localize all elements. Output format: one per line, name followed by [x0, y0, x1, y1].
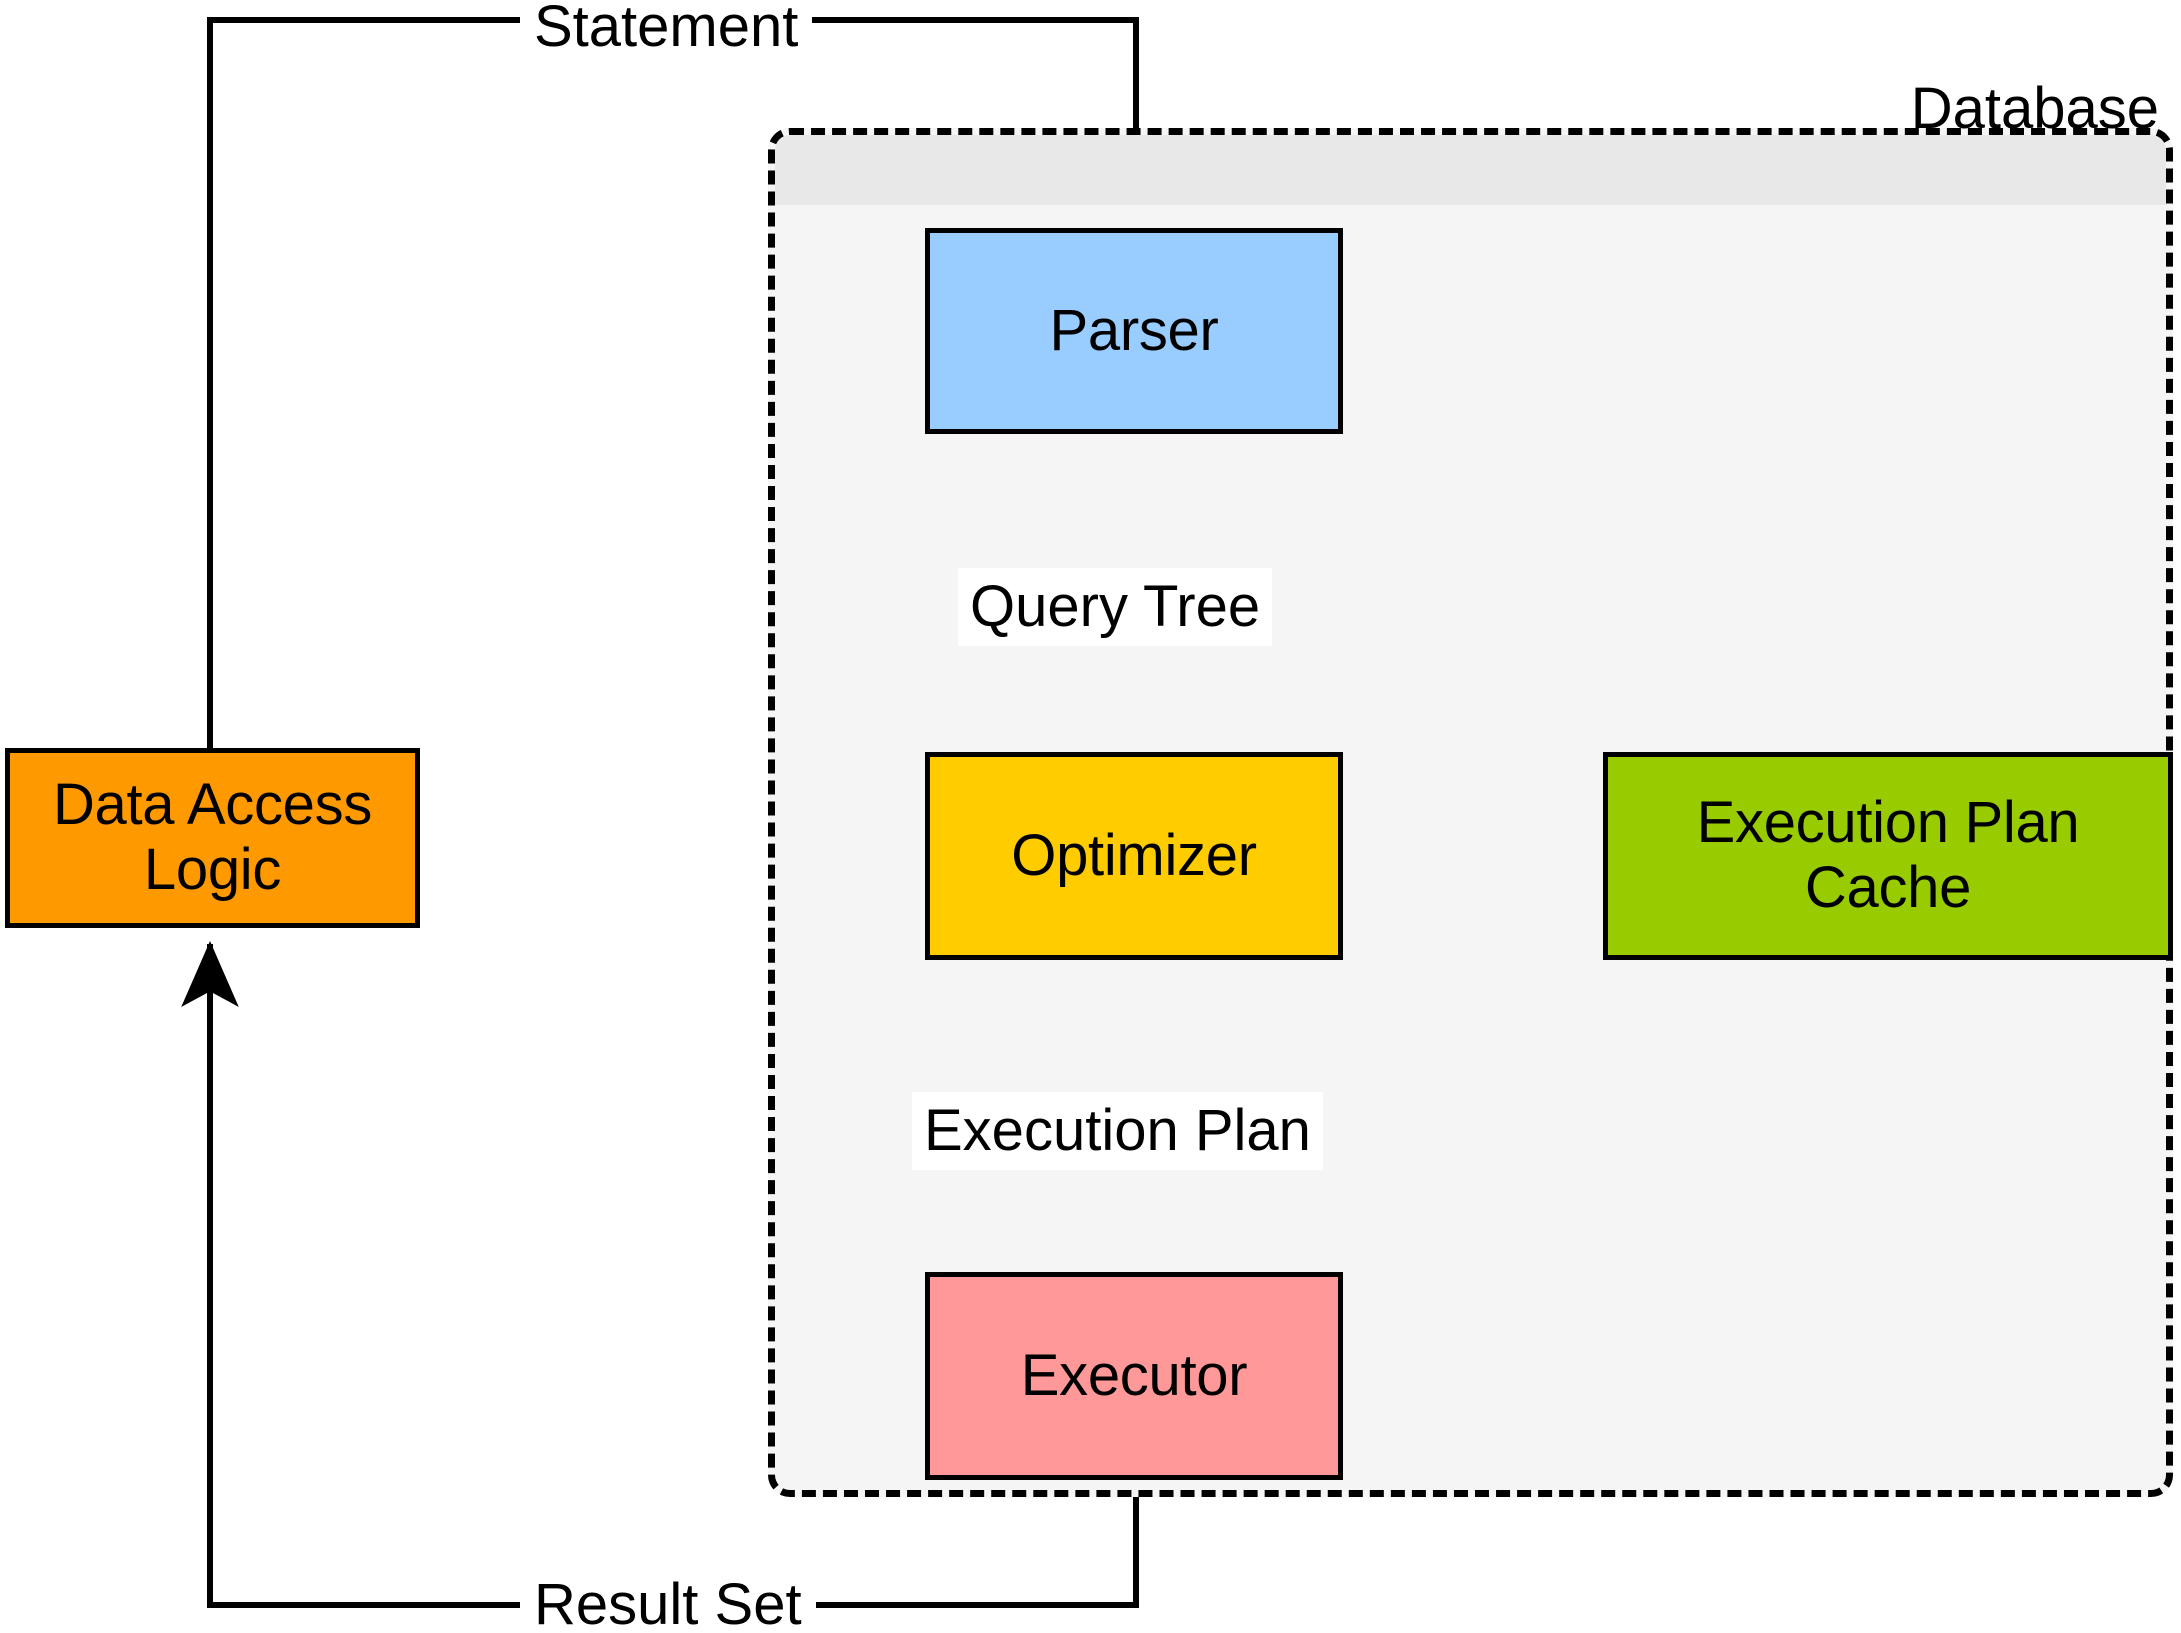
node-data-access-logic[interactable]: Data Access Logic [5, 748, 420, 928]
edge-label-statement: Statement [520, 0, 813, 62]
database-container-header [775, 135, 2166, 205]
node-execution-plan-cache[interactable]: Execution Plan Cache [1603, 752, 2173, 960]
edge-label-execution-plan: Execution Plan [912, 1092, 1323, 1170]
node-optimizer[interactable]: Optimizer [925, 752, 1343, 960]
node-executor[interactable]: Executor [925, 1272, 1343, 1480]
database-container-label: Database [1910, 76, 2159, 141]
edge-label-result-set: Result Set [520, 1570, 816, 1633]
edge-label-query-tree: Query Tree [958, 568, 1273, 646]
node-parser[interactable]: Parser [925, 228, 1343, 434]
